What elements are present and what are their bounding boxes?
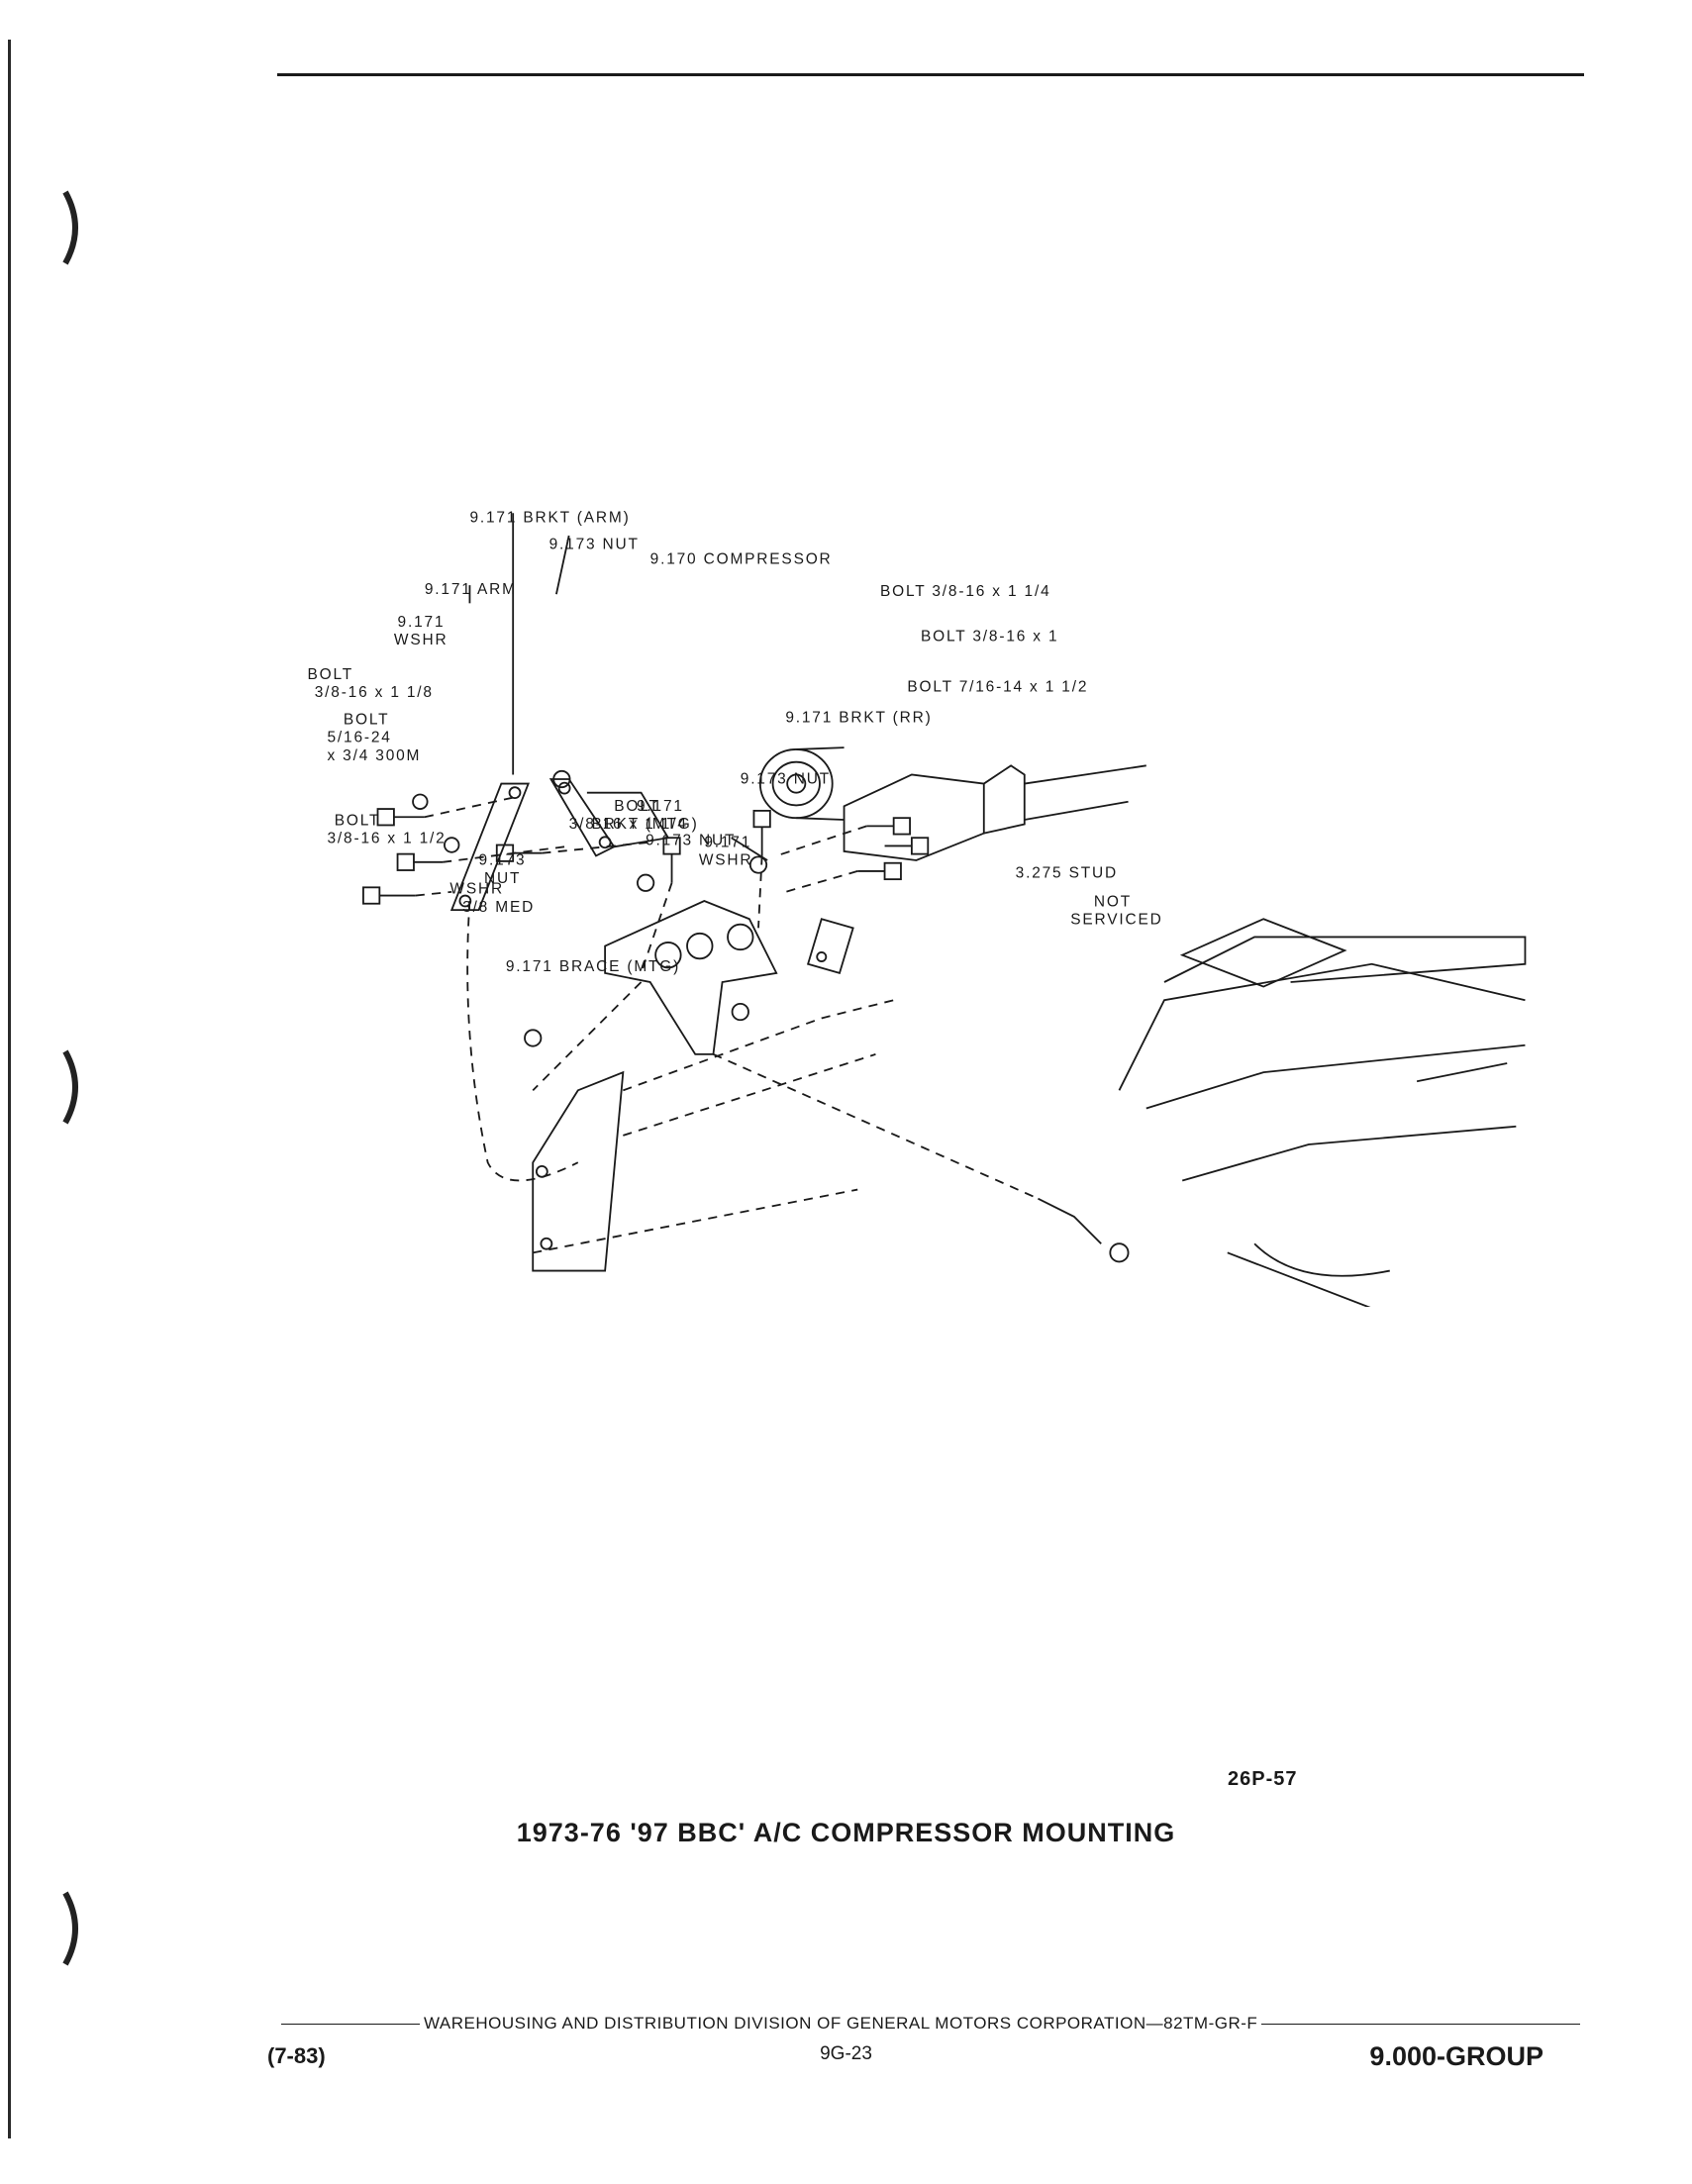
footer-date-code: (7-83) xyxy=(267,2043,326,2068)
label-wshr-right-2: WSHR xyxy=(699,852,753,869)
label-brkt-mtg-2: BRKT (MTG) xyxy=(591,816,698,833)
footer-publisher-line: WAREHOUSING AND DISTRIBUTION DIVISION OF… xyxy=(277,2014,1584,2034)
label-bolt-c-1: BOLT xyxy=(335,812,381,829)
mounting-bracket xyxy=(604,900,778,1055)
label-brkt-rr: 9.171 BRKT (RR) xyxy=(785,710,932,727)
label-wshr-med-1: WSHR xyxy=(449,881,504,898)
rear-bracket xyxy=(806,918,854,975)
callout-labels: 9.171 BRKT (ARM) 9.173 NUT 9.170 COMPRES… xyxy=(307,509,1162,975)
label-bolt-c-2: 3/8-16 x 1 1/2 xyxy=(327,831,446,847)
label-brkt-mtg-1: 9.171 xyxy=(637,798,684,815)
label-nut-top: 9.173 NUT xyxy=(549,537,640,553)
compressor-mounting-diagram: 9.171 BRKT (ARM) 9.173 NUT 9.170 COMPRES… xyxy=(307,509,1527,1307)
label-bolt-b-3: x 3/4 300M xyxy=(327,747,421,764)
drawing-lines xyxy=(362,513,1527,1307)
footer-page-number: 9G-23 xyxy=(820,2043,872,2064)
label-wshr-left-2: WSHR xyxy=(394,632,448,648)
footer-rule-right xyxy=(1261,2023,1580,2025)
binder-hole-bottom xyxy=(62,1891,78,1966)
label-bolt-b-2: 5/16-24 xyxy=(327,730,391,746)
label-wshr-med-2: 3/8 MED xyxy=(462,899,535,916)
label-bolt-b-1: BOLT xyxy=(344,711,390,728)
footer-rule-left xyxy=(281,2023,420,2025)
figure-code: 26P-57 xyxy=(1228,1768,1298,1790)
label-bolt-r1: BOLT 3/8-16 x 1 xyxy=(921,629,1058,645)
leader-lines xyxy=(468,513,768,861)
compressor-body xyxy=(758,746,1146,861)
label-arm: 9.171 ARM xyxy=(425,581,517,598)
label-compressor: 9.170 COMPRESSOR xyxy=(650,550,833,567)
label-bolt-a-1: BOLT xyxy=(307,666,353,683)
label-stud: 3.275 STUD xyxy=(1016,864,1118,881)
figure-title: 1973-76 '97 BBC' A/C COMPRESSOR MOUNTING xyxy=(516,1818,1176,1847)
label-nut-left-2: NUT xyxy=(484,870,521,887)
label-bolt-a-2: 3/8-16 x 1 1/8 xyxy=(315,684,434,701)
label-bolt-r2: BOLT 7/16-14 x 1 1/2 xyxy=(907,679,1088,696)
footer-publisher-text: WAREHOUSING AND DISTRIBUTION DIVISION OF… xyxy=(424,2014,1258,2033)
label-brace: 9.171 BRACE (MTG) xyxy=(506,958,680,975)
engine-outline xyxy=(1118,918,1527,1307)
label-brkt-arm: 9.171 BRKT (ARM) xyxy=(469,509,630,526)
washers-nuts xyxy=(412,769,1130,1263)
binder-hole-middle xyxy=(62,1049,78,1125)
label-wshr-right-1: 9.171 xyxy=(704,834,751,850)
binder-hole-top xyxy=(62,190,78,265)
label-not-serviced-2: SERVICED xyxy=(1070,912,1162,929)
label-nut-lower: 9.173 NUT xyxy=(646,833,736,849)
stud xyxy=(1038,1197,1102,1244)
label-nut-left-1: 9.173 xyxy=(479,852,527,869)
label-not-serviced-1: NOT xyxy=(1094,893,1132,910)
header-rule xyxy=(277,73,1584,76)
label-bolt-d-2: 3/8-16 x 1 1/4 xyxy=(569,816,688,833)
label-wshr-left-1: 9.171 xyxy=(398,614,446,631)
label-nut-mid: 9.173 NUT xyxy=(741,771,831,788)
label-bolt-top-right: BOLT 3/8-16 x 1 1/4 xyxy=(880,583,1051,600)
label-bolt-d-1: BOLT xyxy=(614,798,660,815)
page-edge xyxy=(8,40,11,2138)
footer-group: 9.000-GROUP xyxy=(1369,2041,1543,2071)
assembly-lines xyxy=(415,796,1039,1254)
brace-mtg xyxy=(532,1070,625,1272)
